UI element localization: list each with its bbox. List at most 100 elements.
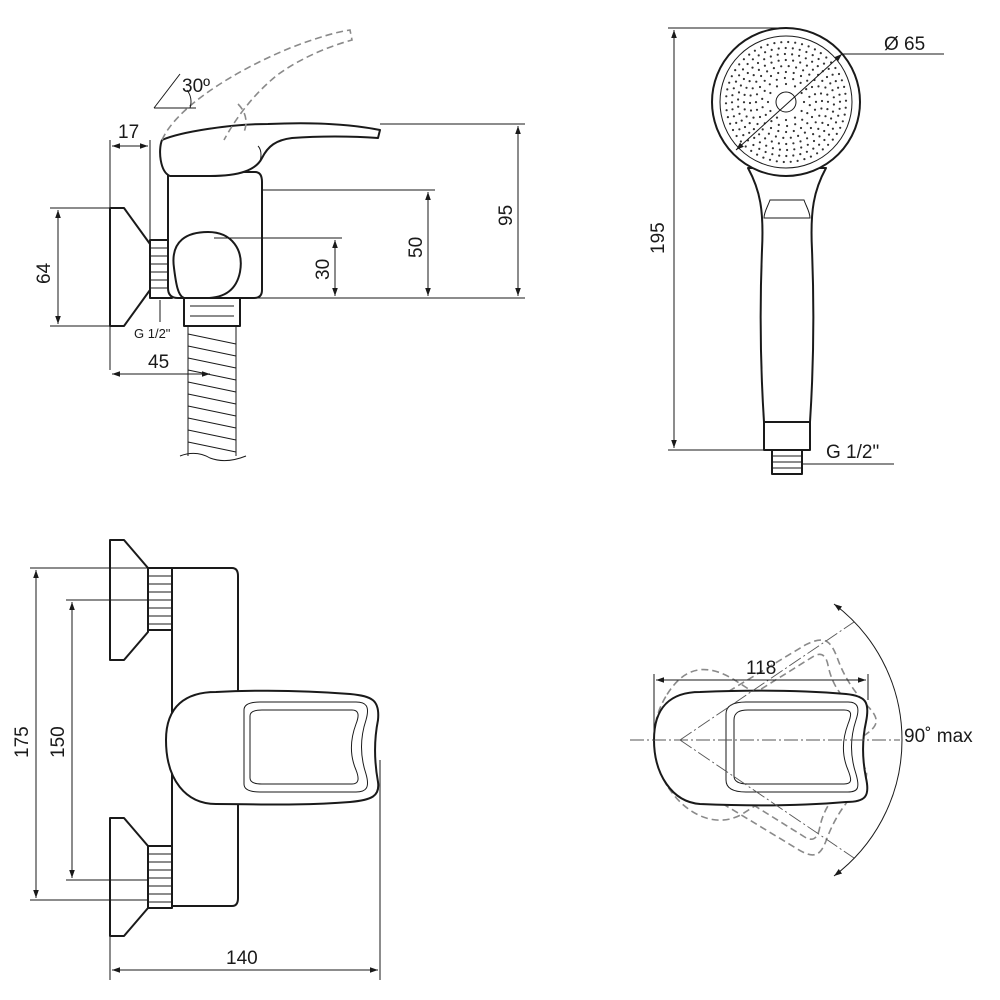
- spray-hole: [748, 131, 751, 134]
- spray-hole: [800, 146, 803, 149]
- spray-hole: [791, 47, 794, 50]
- spray-hole: [785, 154, 788, 158]
- rotation-arc: [833, 603, 903, 877]
- spray-hole: [806, 137, 809, 140]
- spray-hole: [743, 108, 746, 111]
- spray-hole: [776, 53, 779, 56]
- spray-hole: [758, 115, 762, 119]
- spray-hole: [818, 114, 821, 117]
- spray-hole: [775, 116, 779, 119]
- spray-hole: [799, 81, 802, 84]
- spray-hole: [792, 78, 795, 81]
- spray-hole: [742, 58, 746, 61]
- spray-hole: [837, 72, 841, 76]
- spray-hole: [798, 48, 801, 51]
- spray-hole: [798, 54, 801, 57]
- spray-hole: [823, 129, 826, 133]
- spray-hole: [770, 48, 773, 52]
- spray-hole: [746, 62, 749, 66]
- spray-hole: [791, 53, 794, 56]
- spray-hole: [757, 54, 760, 57]
- spray-hole: [738, 63, 741, 66]
- spray-hole: [761, 128, 764, 131]
- side-thread-label: G 1/2": [134, 326, 171, 341]
- spray-hole: [745, 115, 748, 118]
- dim-45-label: 45: [148, 352, 169, 373]
- spray-hole: [827, 143, 830, 146]
- spray-hole: [769, 74, 773, 78]
- spray-hole: [785, 142, 788, 146]
- spray-hole: [764, 113, 767, 116]
- spray-hole: [755, 108, 759, 111]
- spray-hole: [737, 98, 740, 101]
- spray-hole: [811, 60, 814, 63]
- lever-handle-top: [653, 689, 869, 807]
- spray-hole: [783, 52, 787, 56]
- spray-hole: [737, 105, 740, 108]
- spray-hole: [765, 144, 768, 147]
- spray-hole: [834, 66, 837, 70]
- spray-hole: [756, 61, 760, 65]
- spray-hole: [778, 148, 782, 151]
- spray-hole: [734, 69, 737, 72]
- spray-hole: [768, 158, 772, 161]
- spray-hole: [802, 69, 805, 72]
- spray-hole: [731, 128, 735, 132]
- spray-hole: [821, 79, 824, 82]
- outlet-fitting: [183, 297, 241, 327]
- spray-hole: [827, 67, 830, 70]
- spray-hole: [800, 91, 803, 95]
- spray-hole: [793, 85, 797, 88]
- lower-connector-nut: [147, 845, 173, 909]
- spray-hole: [784, 46, 787, 50]
- spray-hole: [745, 86, 748, 89]
- spray-hole: [843, 85, 846, 88]
- spray-hole: [805, 50, 808, 54]
- spray-hole: [777, 129, 780, 133]
- spray-hole: [731, 94, 734, 97]
- spray-hole: [832, 103, 836, 106]
- shower-thread-label: G 1/2": [826, 442, 879, 463]
- spray-hole: [782, 136, 785, 139]
- spray-hole: [760, 74, 763, 78]
- spray-hole: [808, 104, 811, 107]
- spray-hole: [793, 148, 796, 151]
- dim-140-label: 140: [226, 948, 258, 969]
- spray-hole: [748, 101, 752, 105]
- spray-hole: [775, 78, 778, 81]
- spray-hole: [789, 136, 792, 139]
- spray-hole: [810, 85, 814, 89]
- spray-hole: [757, 68, 761, 71]
- spray-hole: [794, 123, 797, 126]
- wall-flange: [109, 207, 151, 327]
- spray-hole: [796, 159, 799, 162]
- dim-17-label: 17: [118, 122, 139, 143]
- spray-hole: [738, 112, 741, 115]
- spray-hole: [844, 99, 848, 102]
- spray-hole: [831, 73, 834, 76]
- angle-label: 30º: [182, 76, 210, 97]
- shower-handle: [747, 167, 827, 423]
- spray-hole: [753, 136, 756, 139]
- spray-hole: [795, 66, 798, 69]
- spray-hole: [756, 122, 759, 126]
- spray-hole: [805, 150, 809, 153]
- spray-hole: [825, 56, 828, 59]
- spray-hole: [742, 77, 746, 81]
- spray-hole: [838, 100, 842, 103]
- spray-hole: [829, 82, 832, 85]
- spray-hole: [751, 66, 754, 69]
- spray-hole: [739, 140, 743, 143]
- spray-hole: [740, 119, 743, 122]
- shower-hose: [187, 326, 237, 456]
- spray-hole: [760, 46, 763, 49]
- spray-hole: [804, 57, 807, 60]
- spray-hole: [744, 145, 747, 148]
- shower-head-disc: [711, 27, 861, 177]
- spray-hole: [814, 100, 818, 103]
- spray-hole: [792, 59, 795, 62]
- spray-hole: [792, 129, 795, 133]
- spray-hole: [742, 101, 746, 104]
- spray-hole: [769, 109, 772, 113]
